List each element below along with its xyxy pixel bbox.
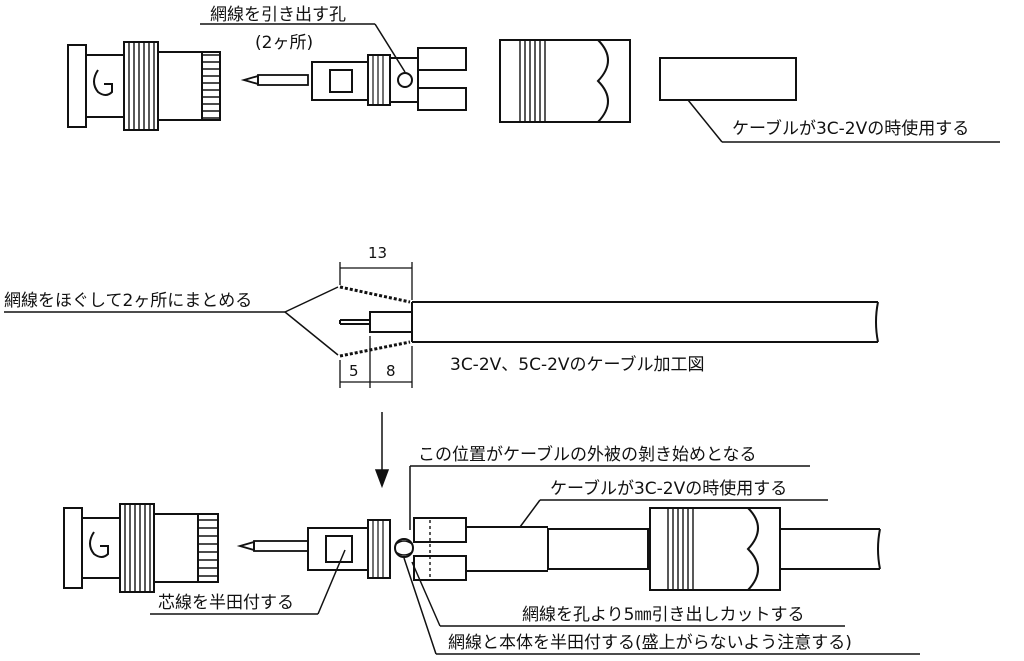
cable-preparation bbox=[339, 285, 879, 358]
diagram-title: 3C-2V、5C-2Vのケーブル加工図 bbox=[450, 354, 705, 375]
label-braid-holes: 網線を引き出す孔 bbox=[210, 5, 346, 25]
label-braid-untwist: 網線をほぐして2ヶ所にまとめる bbox=[4, 291, 252, 311]
down-arrow-icon bbox=[374, 412, 390, 489]
crimp-ferrule-top bbox=[499, 39, 631, 123]
label-solder-core: 芯線を半田付する bbox=[158, 593, 294, 613]
dim-total: 13 bbox=[368, 244, 387, 262]
label-sleeve-note-bottom: ケーブルが3C-2Vの時使用する bbox=[550, 478, 787, 499]
label-braid-holes-count: (2ヶ所) bbox=[255, 33, 313, 53]
center-pin-top bbox=[240, 74, 309, 86]
label-solder-body: 網線と本体を半田付する(盛上がらないよう注意する) bbox=[448, 633, 852, 653]
label-group-braid-holes: 網線を引き出す孔 (2ヶ所) bbox=[200, 5, 406, 73]
label-group-sleeve-note-top: ケーブルが3C-2Vの時使用する bbox=[687, 99, 1000, 143]
label-group-solder-core: 芯線を半田付する bbox=[150, 549, 346, 615]
shell-assembled-bottom bbox=[307, 517, 467, 581]
label-group-braid-untwist: 網線をほぐして2ヶ所にまとめる bbox=[4, 286, 339, 356]
label-jacket-start: この位置がケーブルの外被の剝き始めとなる bbox=[418, 444, 756, 465]
label-group-sleeve-note-bottom: ケーブルが3C-2Vの時使用する bbox=[519, 478, 828, 528]
bnc-plug-body-bottom bbox=[63, 503, 219, 593]
label-cut-braid: 網線を孔より5㎜引き出しカットする bbox=[522, 605, 804, 625]
dimension-lines bbox=[339, 262, 413, 388]
label-group-jacket-start: この位置がケーブルの外被の剝き始めとなる bbox=[409, 444, 810, 530]
crimp-ferrule-bottom bbox=[649, 507, 781, 591]
label-group-solder-body: 網線と本体を半田付する(盛上がらないよう注意する) bbox=[403, 557, 920, 655]
center-pin-bottom bbox=[236, 540, 309, 552]
shell-with-braid-holes-top bbox=[311, 47, 467, 111]
label-group-cut-braid: 網線を孔より5㎜引き出しカットする bbox=[411, 561, 845, 627]
dim-insulation: 8 bbox=[386, 362, 396, 380]
bnc-plug-body-top bbox=[67, 41, 221, 131]
dim-core: 5 bbox=[349, 362, 359, 380]
cable-bottom bbox=[466, 526, 881, 572]
label-sleeve-note-top: ケーブルが3C-2Vの時使用する bbox=[732, 118, 969, 139]
sleeve-top bbox=[659, 57, 797, 101]
